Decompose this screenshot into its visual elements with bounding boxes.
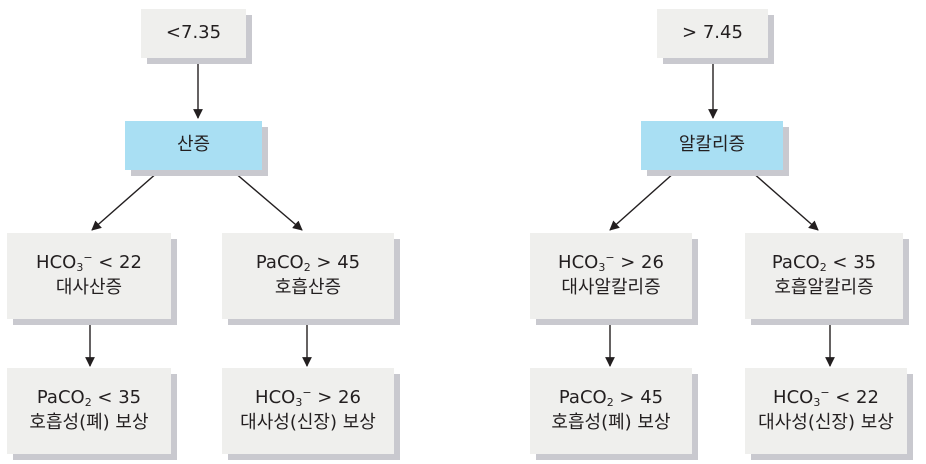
right-comp-respiratory-formula: HCO3− < 22 (773, 386, 879, 410)
left-comp-metabolic-label: 호흡성(폐) 보상 (29, 412, 149, 434)
right-comp-metabolic-formula: PaCO2 > 45 (558, 387, 664, 410)
left-respiratory-label: 호흡산증 (274, 277, 342, 299)
right-metabolic-box: HCO3− > 26 대사알칼리증 (530, 233, 692, 319)
left-comp-metabolic-box: PaCO2 < 35 호흡성(폐) 보상 (7, 368, 171, 454)
left-threshold-text: <7.35 (165, 22, 222, 44)
left-state-text: 산증 (176, 134, 211, 156)
right-comp-respiratory-label: 대사성(신장) 보상 (758, 412, 894, 434)
left-comp-metabolic-formula: PaCO2 < 35 (36, 387, 142, 410)
left-state-box: 산증 (125, 121, 262, 170)
left-comp-respiratory-label: 대사성(신장) 보상 (240, 412, 376, 434)
right-threshold-box: > 7.45 (657, 9, 768, 58)
left-metabolic-label: 대사산증 (55, 277, 123, 299)
left-comp-respiratory-box: HCO3− > 26 대사성(신장) 보상 (222, 368, 394, 454)
right-threshold-text: > 7.45 (682, 22, 743, 44)
left-threshold-box: <7.35 (141, 9, 246, 58)
right-respiratory-formula: PaCO2 < 35 (771, 252, 877, 275)
left-respiratory-formula: PaCO2 > 45 (255, 252, 361, 275)
right-comp-respiratory-box: HCO3− < 22 대사성(신장) 보상 (745, 368, 907, 454)
left-respiratory-box: PaCO2 > 45 호흡산증 (222, 233, 394, 319)
arrow-right-state-to-metabolic (609, 171, 676, 231)
arrow-left-state-to-metabolic (91, 171, 159, 231)
arrow-left-state-to-respiratory (233, 171, 303, 231)
right-comp-metabolic-box: PaCO2 > 45 호흡성(폐) 보상 (530, 368, 692, 454)
arrow-right-state-to-respiratory (751, 171, 819, 231)
left-metabolic-box: HCO3− < 22 대사산증 (7, 233, 171, 319)
right-state-text: 알칼리증 (678, 134, 746, 156)
right-metabolic-formula: HCO3− > 26 (558, 251, 664, 275)
right-comp-metabolic-label: 호흡성(폐) 보상 (551, 412, 671, 434)
right-metabolic-label: 대사알칼리증 (561, 277, 661, 299)
left-comp-respiratory-formula: HCO3− > 26 (255, 386, 361, 410)
right-respiratory-box: PaCO2 < 35 호흡알칼리증 (745, 233, 903, 319)
right-state-box: 알칼리증 (641, 121, 783, 170)
left-metabolic-formula: HCO3− < 22 (36, 251, 142, 275)
right-respiratory-label: 호흡알칼리증 (774, 277, 874, 299)
